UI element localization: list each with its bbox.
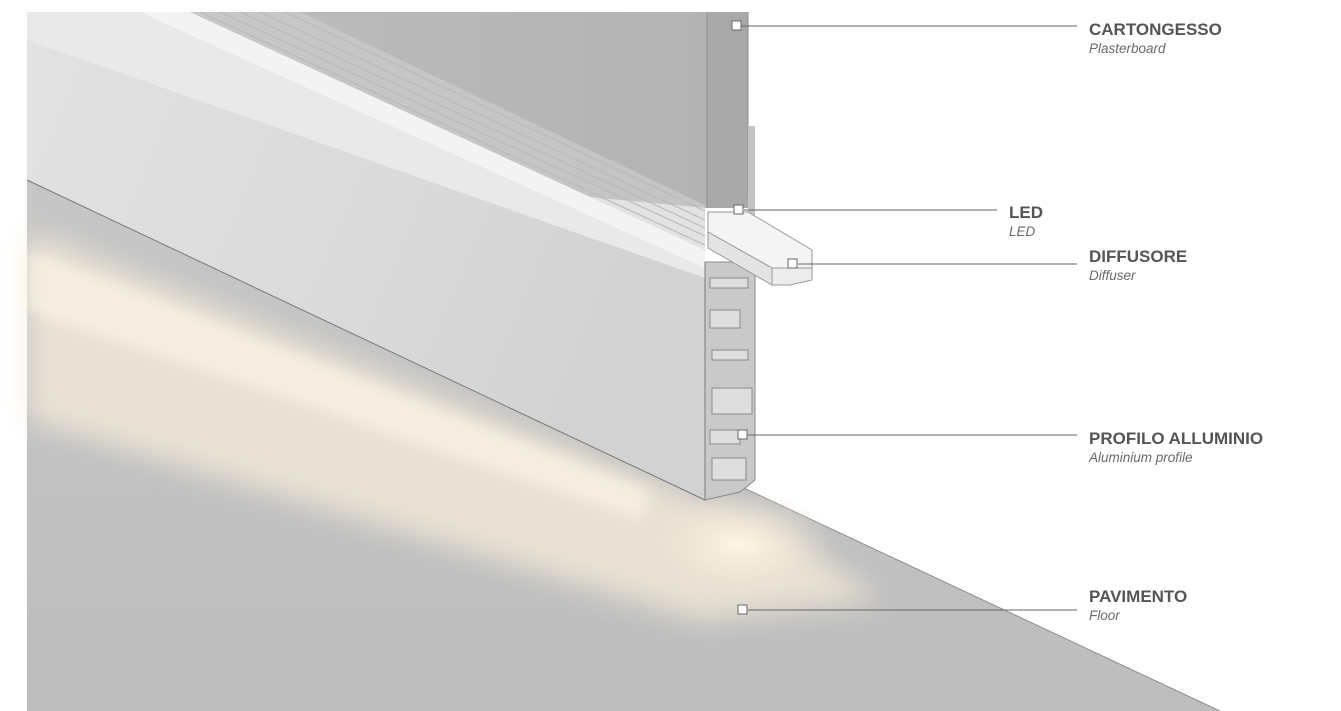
label-aluminium-profile: Aluminium profile [1089, 450, 1193, 465]
label-led-en: LED [1009, 224, 1036, 239]
label-diffusore: DIFFUSORE [1089, 247, 1188, 266]
label-floor: Floor [1089, 608, 1120, 623]
callout-led: LED LED [1009, 203, 1259, 240]
led-diffuser [707, 211, 813, 286]
callout-floor: PAVIMENTO Floor [1089, 587, 1339, 624]
callout-plasterboard: CARTONGESSO Plasterboard [1089, 20, 1339, 57]
label-profilo-alluminio: PROFILO ALLUMINIO [1089, 429, 1264, 448]
label-plasterboard: Plasterboard [1089, 41, 1166, 56]
light-glow [27, 230, 880, 620]
label-cartongesso: CARTONGESSO [1089, 20, 1222, 39]
label-pavimento: PAVIMENTO [1089, 587, 1188, 606]
callout-aluminium-profile: PROFILO ALLUMINIO Aluminium profile [1089, 429, 1339, 466]
leader-lines [731, 20, 1077, 615]
label-led-it: LED [1009, 203, 1043, 222]
label-diffuser: Diffuser [1089, 268, 1136, 283]
aluminium-profile [26, 11, 756, 501]
callout-diffuser: DIFFUSORE Diffuser [1089, 247, 1339, 284]
